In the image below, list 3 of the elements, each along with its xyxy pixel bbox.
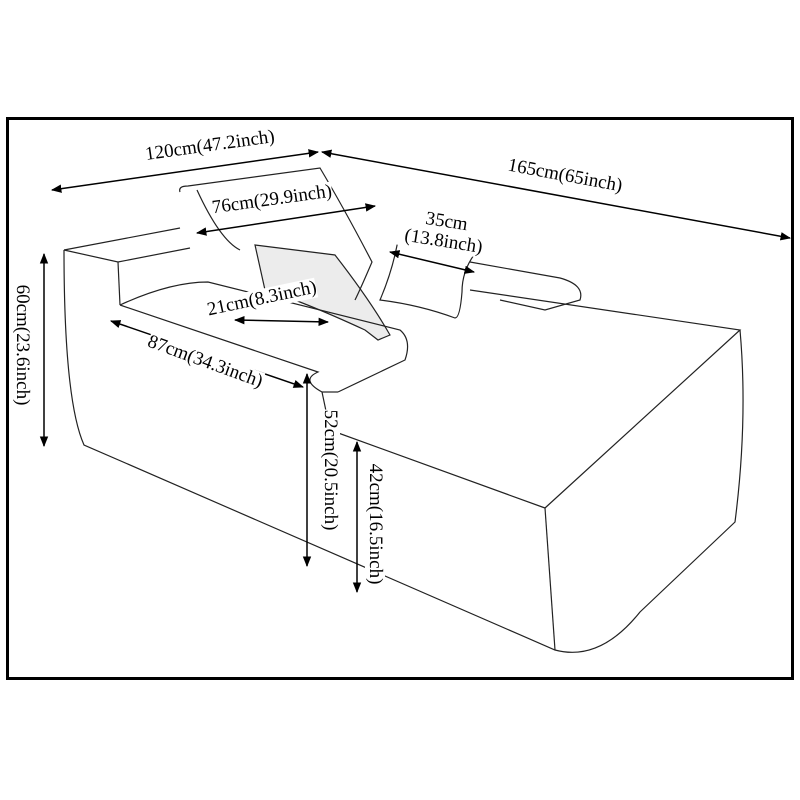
dimension-label: 60cm(23.6inch) (12, 284, 32, 406)
dimension-label: 52cm(20.5inch) (320, 410, 340, 530)
dimension-label: 42cm(16.5inch) (365, 464, 385, 584)
